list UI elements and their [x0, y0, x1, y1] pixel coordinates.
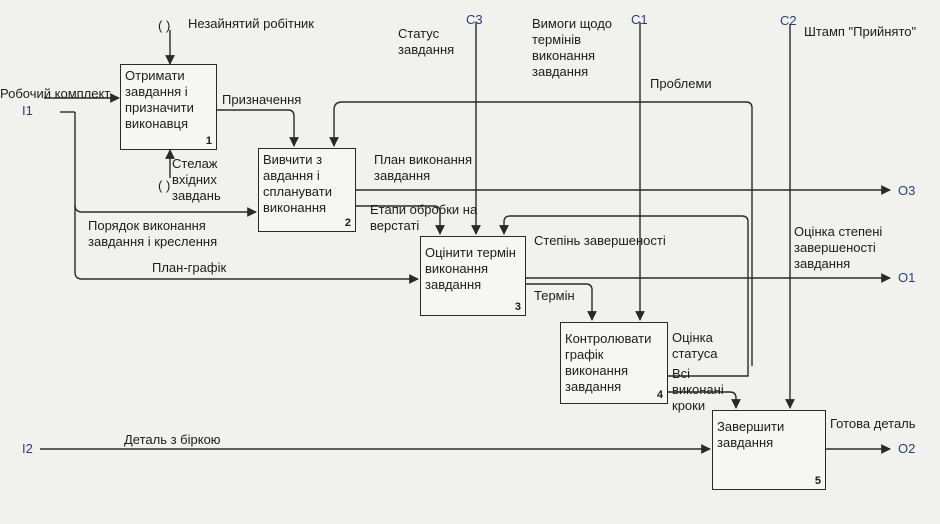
code-c3: C3	[466, 12, 483, 27]
code-i2: I2	[22, 441, 33, 456]
activity-number: 4	[656, 389, 663, 401]
activity-title: Вивчити з авдання і спланувати виконання	[263, 152, 332, 215]
label-deadline-requirements: Вимоги щодо термінів виконання завдання	[532, 16, 613, 79]
activity-title: Завершити завдання	[717, 419, 785, 450]
arrow-completion-degree	[499, 215, 749, 377]
label-stages: Етапи обробки на верстаті	[370, 202, 478, 233]
code-i1: I1	[22, 103, 33, 118]
code-c1: C1	[631, 12, 648, 27]
code-o1: O1	[898, 270, 916, 285]
activity-title: Контролювати графік виконання завдання	[565, 331, 652, 394]
label-term: Термін	[534, 288, 575, 303]
arrow-schedule	[74, 205, 419, 284]
arrow-assignment	[217, 109, 299, 147]
activity-number: 3	[514, 301, 521, 313]
activity-number: 1	[205, 135, 212, 147]
label-free-worker: Незайнятий робітник	[188, 16, 314, 31]
arrow-term	[518, 283, 597, 321]
activity-block-1[interactable]: Отримати завдання і призначити виконавця…	[120, 64, 217, 150]
label-stamp: Штамп "Прийнято"	[804, 24, 917, 39]
arrow-problems	[329, 101, 753, 366]
label-completion-estimate: Оцінка степені завершеності завдання	[794, 224, 883, 271]
code-o2: O2	[898, 441, 916, 456]
activity-block-5[interactable]: Завершити завдання 5	[712, 410, 826, 490]
label-work-kit: Робочий комплект	[0, 86, 111, 101]
code-o3: O3	[898, 183, 916, 198]
activity-number: 2	[344, 217, 351, 229]
activity-block-3[interactable]: Оцінити термін виконання завдання 3	[420, 236, 526, 316]
label-ready-part: Готова деталь	[830, 416, 916, 431]
label-schedule: План-графік	[152, 260, 227, 275]
activity-block-4[interactable]: Контролювати графік виконання завдання 4	[560, 322, 668, 404]
activity-title: Оцінити термін виконання завдання	[425, 245, 516, 292]
activity-number: 5	[814, 475, 821, 487]
label-problems: Проблеми	[650, 76, 712, 91]
label-order-drawings: Порядок виконання завдання і креслення	[88, 218, 218, 249]
label-exec-plan: План виконання завдання	[374, 152, 472, 183]
label-tagged-part: Деталь з біркою	[124, 432, 221, 447]
code-c2: C2	[780, 13, 797, 28]
activity-title: Отримати завдання і призначити виконавця	[125, 68, 194, 131]
arrow-stages	[356, 205, 445, 235]
arrow-all-steps	[668, 391, 741, 409]
label-completion-degree: Степінь завершеності	[534, 233, 666, 248]
tunnel-mark-low: ( )	[158, 178, 171, 193]
label-assignment: Призначення	[222, 92, 302, 107]
tunnel-mark-top: ( )	[158, 18, 171, 33]
label-incoming-track: Стелаж вхідних завдань	[172, 156, 221, 203]
label-status-estimate: Оцінка статуса	[672, 330, 718, 361]
label-task-status: Статус завдання	[398, 26, 455, 57]
activity-block-2[interactable]: Вивчити з авдання і спланувати виконання…	[258, 148, 356, 232]
label-all-steps: Всі виконані кроки	[672, 366, 724, 413]
